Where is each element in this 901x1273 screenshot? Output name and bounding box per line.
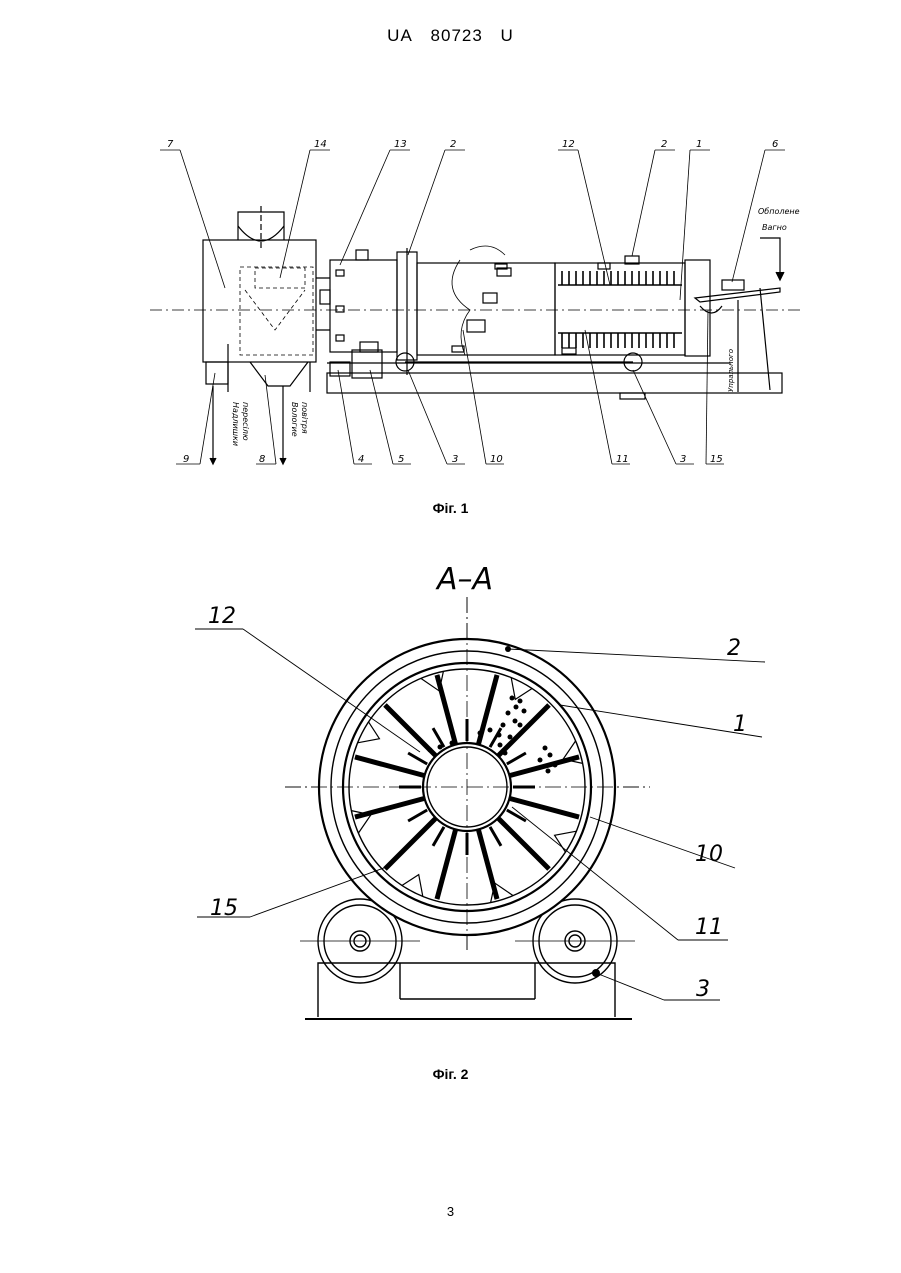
fig1-label-9: 9 bbox=[183, 454, 189, 465]
fig1-label-6: 6 bbox=[772, 139, 778, 150]
fig2-label-12: 12 bbox=[208, 604, 236, 629]
pellet bbox=[548, 753, 553, 758]
pellet bbox=[553, 763, 558, 768]
drum-middle-section bbox=[417, 263, 555, 355]
fig1-label-12: 12 bbox=[562, 139, 575, 150]
pellet bbox=[514, 705, 519, 710]
fig1-label-14: 14 bbox=[314, 139, 327, 150]
cyclone-housing bbox=[203, 240, 316, 362]
fig1-label-1: 1 bbox=[696, 139, 702, 150]
fig1-output-side: Упрального bbox=[727, 349, 735, 392]
fig1-label-2b: 2 bbox=[661, 139, 667, 150]
pellet bbox=[428, 748, 433, 753]
fig2-label-2: 2 bbox=[727, 636, 741, 661]
pellet bbox=[518, 699, 523, 704]
fig1-label-15: 15 bbox=[710, 454, 723, 465]
pellet bbox=[506, 711, 511, 716]
fig2-label-1: 1 bbox=[733, 712, 747, 737]
page-number: 3 bbox=[0, 1204, 901, 1219]
figure-2-drawing: А–А 12 2 1 10 11 bbox=[0, 555, 901, 1035]
fig2-label-15: 15 bbox=[210, 896, 238, 921]
pellet bbox=[538, 758, 543, 763]
pellet bbox=[518, 723, 523, 728]
fig2-label-3: 3 bbox=[696, 977, 710, 1002]
fig1-input-line2: Вагно bbox=[762, 223, 787, 232]
pellet bbox=[438, 745, 443, 750]
pellet bbox=[497, 733, 502, 738]
pellet bbox=[501, 723, 506, 728]
fig1-label-2a: 2 bbox=[450, 139, 456, 150]
pellet bbox=[450, 741, 455, 746]
pellet bbox=[510, 696, 515, 701]
drum-finned-section bbox=[555, 263, 685, 355]
header-kind: U bbox=[501, 26, 514, 45]
header-number: 80723 bbox=[431, 26, 483, 45]
fig1-label-10: 10 bbox=[490, 454, 503, 465]
document-header: UA 80723 U bbox=[0, 26, 901, 46]
pellet bbox=[522, 709, 527, 714]
fig1-label-8: 8 bbox=[259, 454, 265, 465]
fig2-label-10: 10 bbox=[695, 842, 723, 867]
fig1-out-left2: пересілю bbox=[241, 402, 250, 441]
fig2-label-11: 11 bbox=[695, 915, 723, 940]
pellet bbox=[503, 751, 508, 756]
fig1-label-4: 4 bbox=[358, 454, 364, 465]
fig1-out-left1: Надлишки bbox=[231, 402, 240, 446]
header-country: UA bbox=[387, 26, 413, 45]
fig1-label-5: 5 bbox=[398, 454, 404, 465]
fig2-section-label: А–А bbox=[435, 562, 493, 597]
figure-1-caption: Фіг. 1 bbox=[0, 500, 901, 516]
pellet bbox=[513, 719, 518, 724]
fig1-label-11: 11 bbox=[616, 454, 629, 465]
pellet bbox=[488, 728, 493, 733]
pellet bbox=[478, 731, 483, 736]
pellet bbox=[546, 769, 551, 774]
fig1-label-13: 13 bbox=[394, 139, 407, 150]
fig1-out-right2: повітря bbox=[300, 402, 309, 434]
fig1-out-right1: Вологие bbox=[290, 402, 299, 437]
figure-1-drawing: 7 14 13 2 12 2 1 6 9 8 4 5 3 10 11 3 15 … bbox=[0, 130, 901, 480]
fig1-input-line1: Обполене bbox=[758, 207, 800, 216]
fig1-label-3a: 3 bbox=[452, 454, 458, 465]
fig1-label-3b: 3 bbox=[680, 454, 686, 465]
pellet bbox=[508, 735, 513, 740]
figure-2-caption: Фіг. 2 bbox=[0, 1066, 901, 1082]
pellet bbox=[498, 743, 503, 748]
pellet bbox=[543, 746, 548, 751]
fig1-label-7: 7 bbox=[167, 139, 174, 150]
